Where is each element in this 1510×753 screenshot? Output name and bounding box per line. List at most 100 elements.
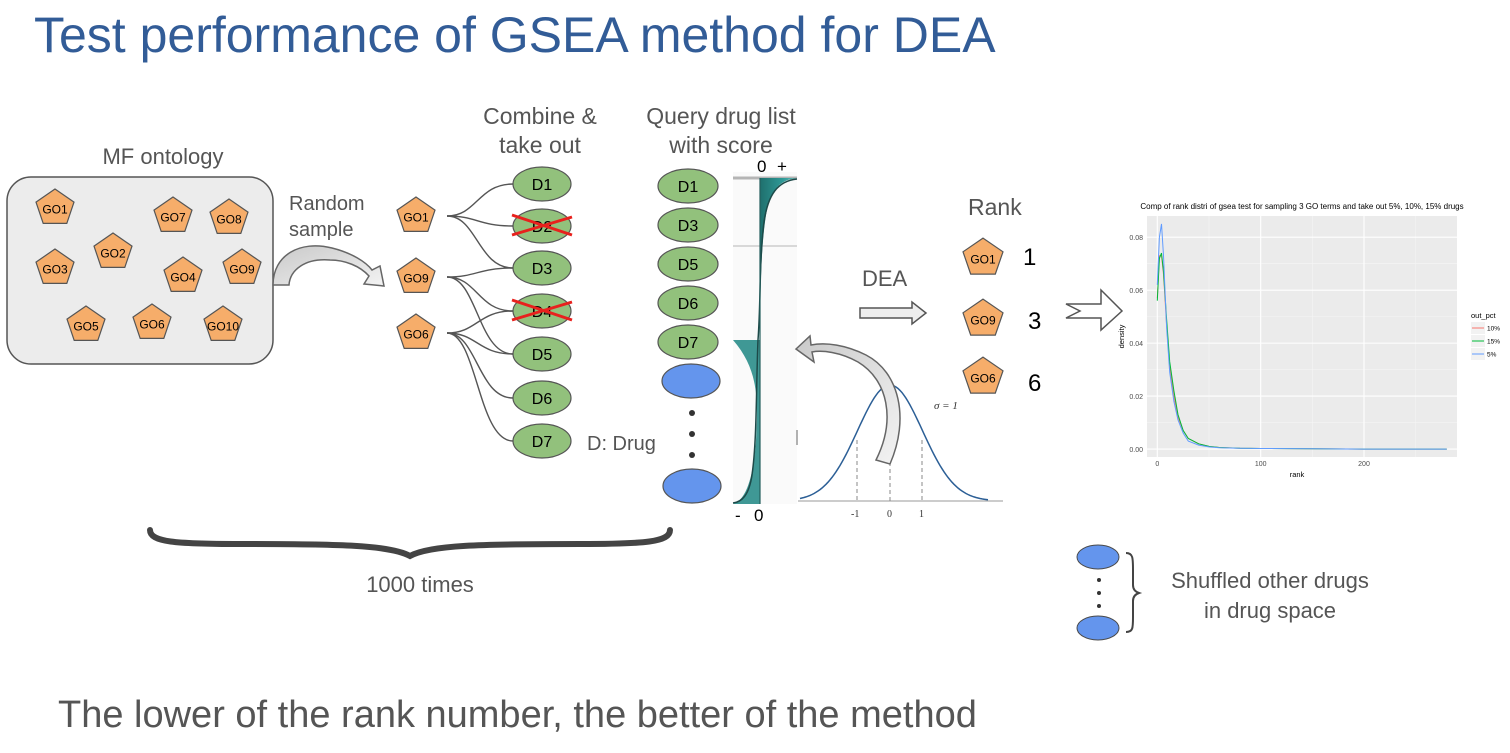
go-label: GO6 [403,327,429,341]
go-pentagon [163,256,203,292]
x-axis-label: rank [1290,470,1305,479]
rank-value-3: 6 [1028,370,1042,397]
chart-panel [1147,216,1457,457]
ontology-term-go1: GO1 [35,188,75,224]
connector-curve [446,332,514,355]
ontology-term-go8: GO8 [209,198,249,234]
query-drug-d7: D7 [657,324,719,360]
score-top-right: + [777,157,787,176]
sampled-term-go9: GO9 [396,257,436,293]
ontology-term-go7: GO7 [153,196,193,232]
go-label: GO4 [170,270,196,284]
y-tick-label: 0.04 [1129,341,1143,348]
ontology-term-go4: GO4 [163,256,203,292]
connector-lines [446,183,514,442]
drug-ellipse [657,324,719,360]
go-pentagon [203,305,243,341]
connector-curve [446,276,514,312]
legend-label: 15% [1487,339,1500,346]
go-label: GO3 [42,262,68,276]
combined-drug-d7: D7 [512,423,572,459]
ellipsis-dot [689,431,695,437]
query-line-2: with score [669,132,773,158]
series-line-5pct [1156,223,1447,450]
rank-term-go1: GO1 [962,237,1004,275]
score-bottom-left: - [735,506,741,525]
y-tick-label: 0.08 [1129,235,1143,242]
drug-label: D6 [532,391,553,408]
drug-label: D7 [678,335,699,352]
connector-curve [446,183,514,217]
rank-value-1: 1 [1023,244,1037,271]
ontology-label: MF ontology [102,144,224,169]
positive-score-area [760,178,797,504]
ontology-term-go2: GO2 [93,232,133,268]
go-label: GO9 [970,313,996,327]
ontology-term-go3: GO3 [35,248,75,284]
shuffled-brace [1125,552,1143,633]
go-pentagon [962,237,1004,275]
shuffled-label: Shuffled other drugs in drug space [1148,566,1392,626]
connector-curve [446,267,514,278]
legend-title: out_pct [1471,311,1497,320]
page-title: Test performance of GSEA method for DEA [34,7,996,63]
query-drug-d6: D6 [657,285,719,321]
combine-line-1: Combine & [483,103,597,129]
sampled-term-go1: GO1 [396,196,436,232]
drug-label: D6 [678,296,699,313]
query-label: Query drug list with score [628,102,814,160]
go-label: GO9 [403,271,429,285]
connector-curve [446,215,514,269]
go-pentagon [35,188,75,224]
go-pentagon [396,257,436,293]
combine-label: Combine & take out [458,102,622,160]
combined-drug-d6: D6 [512,380,572,416]
ontology-term-go6: GO6 [132,303,172,339]
y-tick-label: 0.02 [1129,394,1143,401]
ontology-term-go9: GO9 [222,248,262,284]
dea-arrow [859,300,928,326]
go-pentagon [66,305,106,341]
drug-ellipse [657,246,719,282]
go-label: GO1 [403,210,429,224]
chart-title: Comp of rank distri of gsea test for sam… [1140,202,1463,211]
connector-curve [446,310,514,334]
go-pentagon [132,303,172,339]
combined-drug-d4: D4 [511,293,573,329]
random-sample-label: Random sample [289,191,365,243]
go-pentagon [222,248,262,284]
query-drug-d1: D1 [657,168,719,204]
drug-ellipse [512,336,572,372]
drug-label: D3 [532,261,553,278]
drug-label: D7 [532,434,553,451]
shuffled-line-1: Shuffled other drugs [1171,568,1369,593]
legend-label: 10% [1487,326,1500,333]
query-line-1: Query drug list [646,103,796,129]
shuffled-drug-ellipse [1076,544,1120,570]
go-label: GO8 [216,212,242,226]
drug-label: D3 [678,218,699,235]
unnamed-drug-ellipse [662,468,722,504]
drug-label: D5 [532,347,553,364]
random-sample-line-1: Random [289,193,365,215]
ontology-term-go10: GO10 [203,305,243,341]
drug-label: D1 [678,179,699,196]
go-label: GO2 [100,246,126,260]
go-pentagon [396,196,436,232]
rank-term-go9: GO9 [962,298,1004,336]
repeat-label: 1000 times [366,572,474,597]
y-tick-label: 0.00 [1129,447,1143,454]
score-curve [732,178,798,504]
go-label: GO7 [160,210,186,224]
unnamed-drug-ellipse [661,363,721,399]
combined-drug-d2: D2 [511,208,573,244]
normal-tick-zero: 0 [887,509,892,520]
go-pentagon [35,248,75,284]
ontology-term-go5: GO5 [66,305,106,341]
drug-ellipse [657,285,719,321]
go-label: GO1 [42,202,68,216]
normal-distribution [798,384,1003,502]
